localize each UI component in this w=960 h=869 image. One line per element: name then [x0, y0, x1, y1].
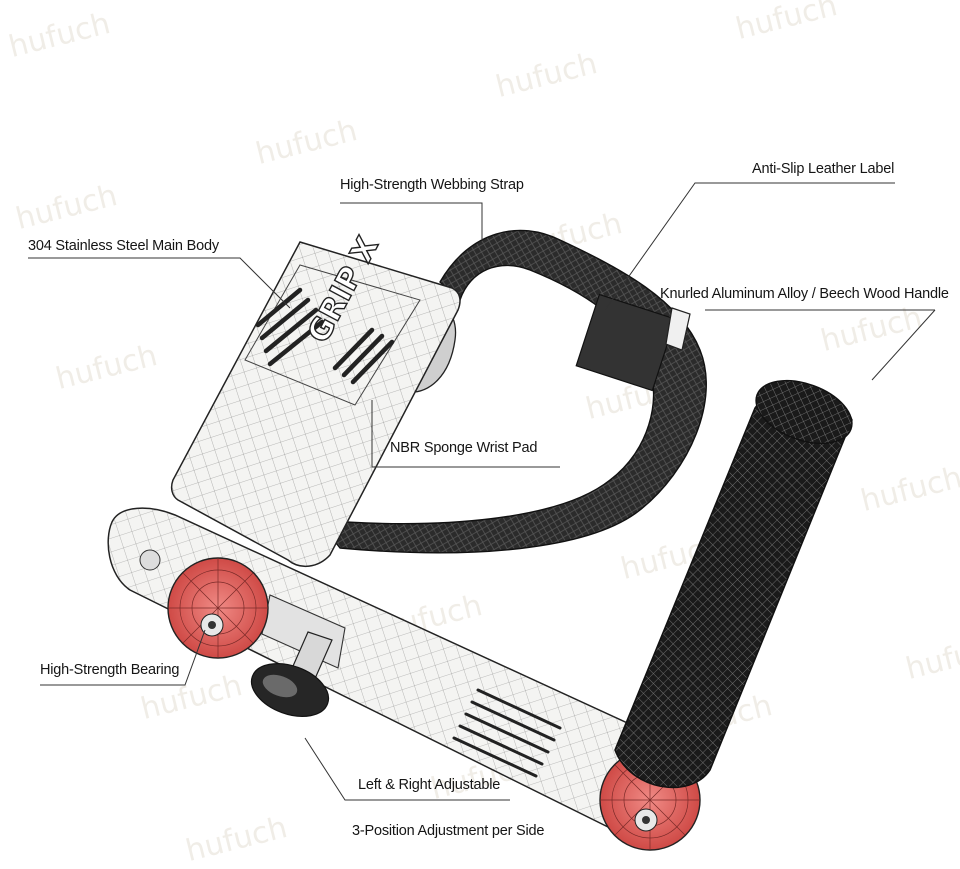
adjustment-knob: [250, 631, 333, 717]
strap-buckle: [665, 307, 691, 351]
bearing-cap-upper: [167, 557, 269, 659]
leader-bearing: [40, 629, 206, 686]
leader-handle: [871, 309, 936, 381]
arm-vent-slots: [452, 688, 562, 778]
label-webbing-strap: High-Strength Webbing Strap: [340, 177, 524, 193]
leather-label-patch: [575, 293, 677, 392]
label-main-body: 304 Stainless Steel Main Body: [28, 238, 219, 254]
knurled-handle: [614, 379, 853, 789]
vent-slots-right: [332, 327, 395, 385]
webbing-strap: [316, 229, 707, 554]
label-bearing: High-Strength Bearing: [40, 662, 180, 678]
leader-webbing-strap: [340, 202, 483, 240]
leader-wrist-pad: [371, 400, 560, 468]
label-wrist-pad: NBR Sponge Wrist Pad: [390, 440, 538, 456]
leader-adjustable: [304, 737, 510, 801]
label-handle: Knurled Aluminum Alloy / Beech Wood Hand…: [660, 286, 949, 302]
pivot-hole: [139, 549, 161, 571]
leader-leather-label: [604, 182, 895, 311]
vent-slots-left: [255, 287, 325, 367]
label-adjustment: 3-Position Adjustment per Side: [352, 823, 545, 839]
main-body: GRIP X: [170, 231, 461, 567]
leader-lines: [28, 182, 936, 801]
label-adjustable: Left & Right Adjustable: [358, 777, 501, 793]
label-leather-label: Anti-Slip Leather Label: [752, 161, 895, 177]
leader-main-body: [28, 257, 291, 309]
